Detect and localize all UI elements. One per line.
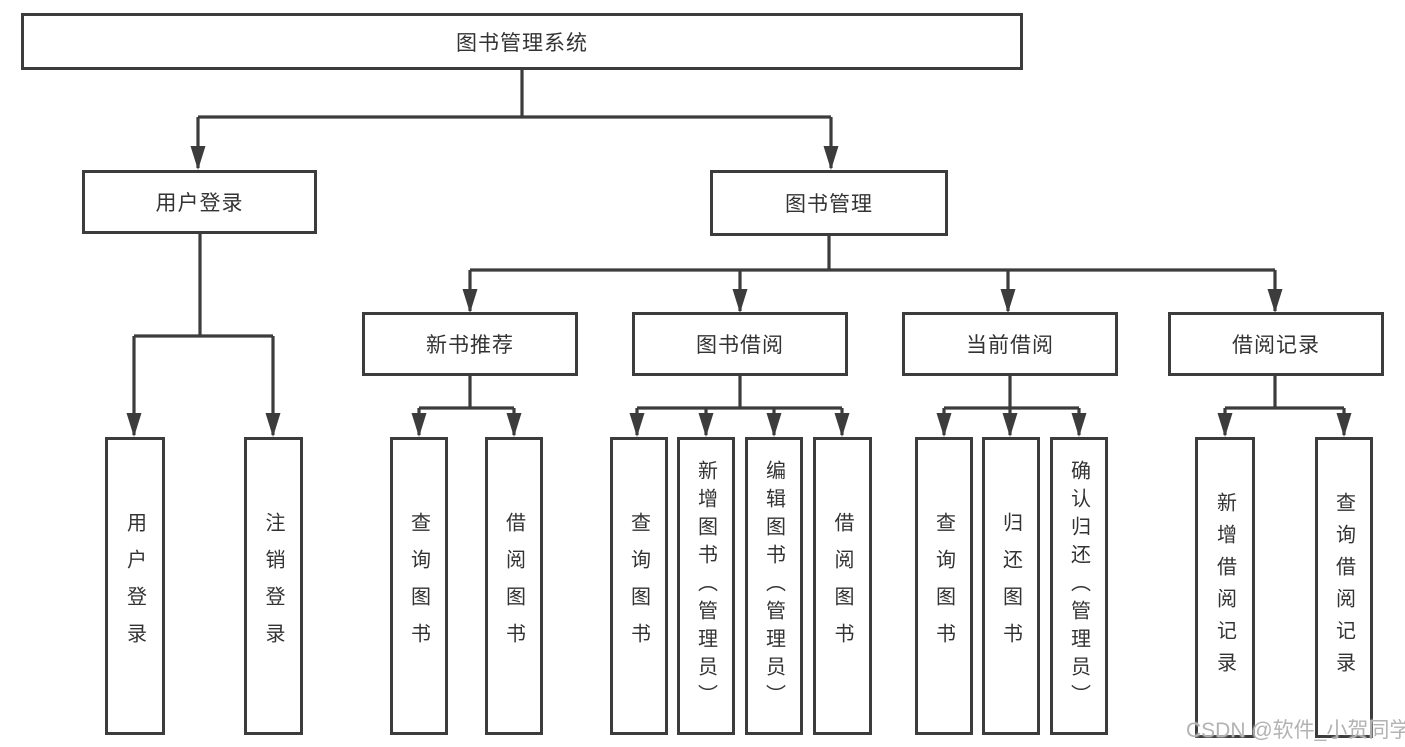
node-borrowing-records: 借阅记录 [1168, 312, 1384, 376]
leaf-return-books: 归还图书 [982, 437, 1040, 735]
node-label: 借阅记录 [1232, 334, 1320, 357]
node-label: 图书管理系统 [456, 31, 588, 55]
node-book-management: 图书管理 [710, 170, 948, 236]
connector-lines [132, 70, 1346, 435]
node-current-borrowing: 当前借阅 [902, 312, 1118, 376]
node-label: 图书借阅 [696, 334, 784, 357]
leaf-label: 查询借阅记录 [1332, 491, 1355, 684]
leaf-query-books-newbooks: 查询图书 [390, 437, 448, 735]
leaf-query-books-borrowing: 查询图书 [610, 437, 668, 735]
leaf-edit-books-admin: 编辑图书（管理员） [745, 437, 803, 735]
leaf-add-borrow-record: 新增借阅记录 [1195, 437, 1255, 738]
node-book-borrowing: 图书借阅 [632, 312, 848, 376]
leaf-label: 查询图书 [932, 512, 955, 660]
node-root-library-management-system: 图书管理系统 [21, 13, 1023, 70]
leaf-label: 归还图书 [999, 512, 1022, 660]
connector-arrowheads [126, 146, 1352, 437]
leaf-confirm-return-admin: 确认归还（管理员） [1050, 437, 1108, 735]
leaf-label: 确认归还（管理员） [1067, 460, 1090, 712]
node-new-book-recommendation: 新书推荐 [362, 312, 578, 376]
leaf-logout: 注销登录 [244, 437, 303, 735]
leaf-label: 新增借阅记录 [1213, 491, 1236, 684]
node-label: 新书推荐 [426, 334, 514, 357]
leaf-user-login: 用户登录 [105, 437, 165, 735]
leaf-label: 用户登录 [123, 512, 146, 660]
leaf-borrow-books-newbooks: 借阅图书 [485, 437, 543, 735]
node-label: 图书管理 [785, 193, 873, 216]
leaf-query-books-current: 查询图书 [915, 437, 973, 735]
node-user-login: 用户登录 [82, 170, 317, 234]
leaf-label: 借阅图书 [502, 512, 525, 660]
leaf-borrow-books-borrowing: 借阅图书 [813, 437, 872, 735]
leaf-query-borrow-record: 查询借阅记录 [1315, 437, 1373, 738]
leaf-label: 查询图书 [407, 512, 430, 660]
leaf-label: 查询图书 [627, 512, 650, 660]
node-label: 当前借阅 [966, 334, 1054, 357]
leaf-label: 新增图书（管理员） [694, 460, 717, 712]
leaf-label: 编辑图书（管理员） [762, 460, 785, 712]
leaf-add-books-admin: 新增图书（管理员） [677, 437, 735, 735]
csdn-watermark: CSDN @软件_小贺同学 [1186, 719, 1405, 742]
leaf-label: 借阅图书 [831, 512, 853, 660]
leaf-label: 注销登录 [262, 512, 284, 660]
node-label: 用户登录 [155, 192, 244, 215]
